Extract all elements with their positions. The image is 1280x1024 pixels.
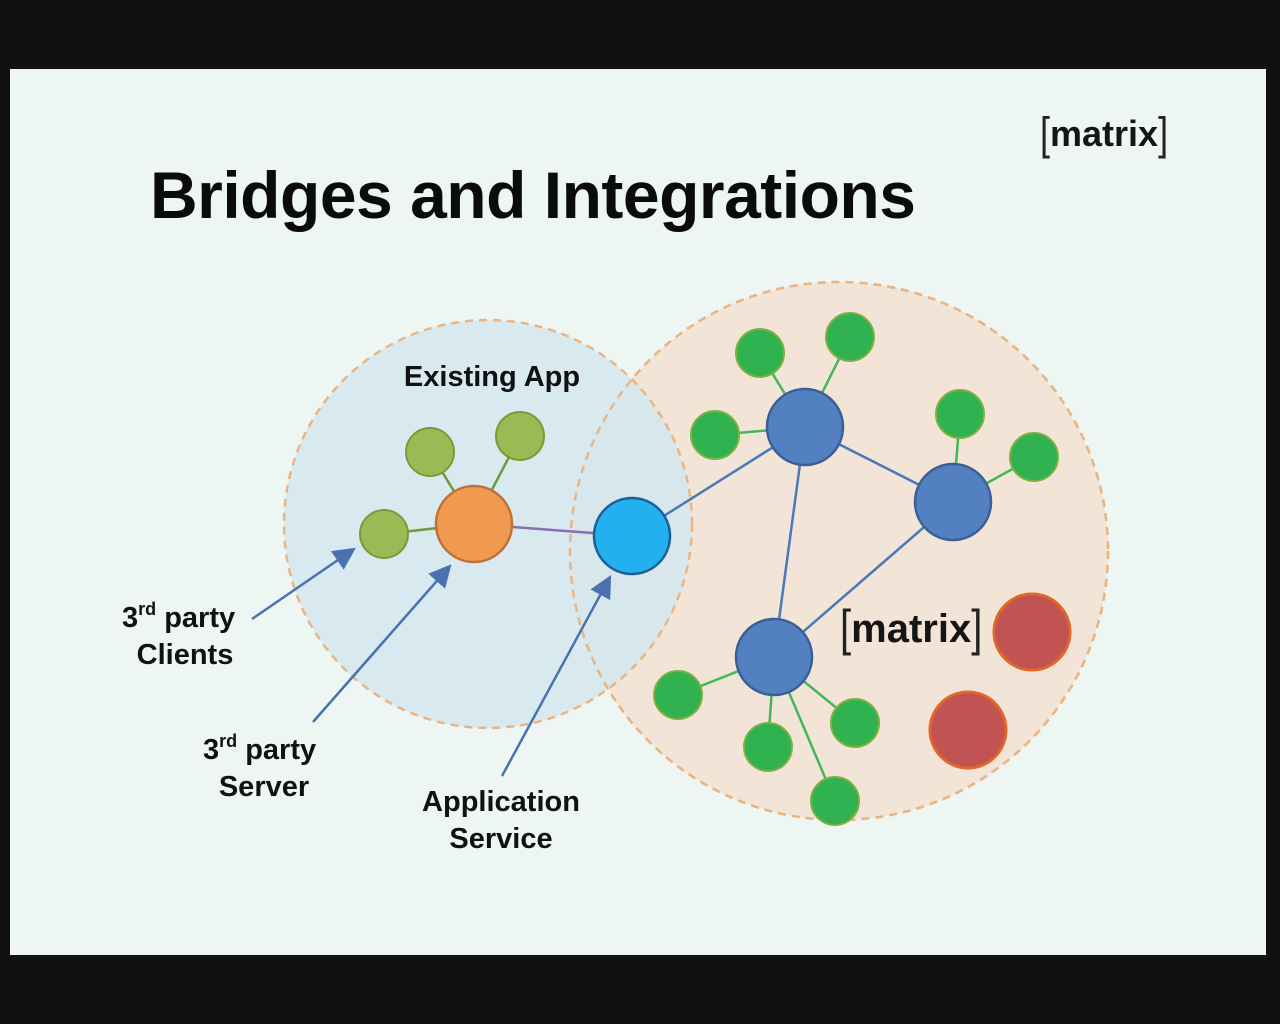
matrix-client-node	[825, 312, 875, 362]
slide-title: Bridges and Integrations	[150, 158, 916, 232]
arrow-to-app-service	[500, 575, 612, 777]
edge-hs2-hs3	[773, 501, 954, 658]
matrix-client-node	[690, 410, 740, 460]
arrow-to-server	[312, 564, 452, 723]
homeserver-node	[913, 462, 993, 542]
network-diagram: Existing App 3rd party Clients 3rd party…	[122, 280, 1110, 855]
matrix-client-node	[735, 328, 785, 378]
app-service-label-line1: Application	[422, 786, 580, 818]
matrix-client-node	[830, 698, 880, 748]
nodes	[359, 312, 1072, 826]
red-node	[928, 690, 1008, 770]
homeserver-node	[765, 387, 845, 467]
third-party-client-node	[495, 411, 545, 461]
matrix-client-node	[653, 670, 703, 720]
server-label-line2: Server	[219, 771, 309, 803]
clients-label: 3rd party Clients	[122, 599, 235, 671]
arrow-to-client	[251, 547, 356, 621]
red-node	[992, 592, 1072, 672]
matrix-logo-header: [matrix]	[1040, 107, 1169, 159]
slide: Bridges and Integrations [matrix]	[10, 69, 1266, 955]
server-label-line1: 3rd party	[203, 731, 316, 766]
clients-label-line1: 3rd party	[122, 599, 235, 634]
existing-app-label: Existing App	[404, 361, 580, 393]
homeserver-node	[734, 617, 814, 697]
matrix-client-node	[935, 389, 985, 439]
app-service-label: Application Service	[422, 786, 580, 855]
matrix-client-node	[1009, 432, 1059, 482]
third-party-server-node	[434, 484, 514, 564]
matrix-client-node	[743, 722, 793, 772]
matrix-client-node	[810, 776, 860, 826]
server-label: 3rd party Server	[203, 731, 316, 803]
arrows	[251, 547, 612, 777]
third-party-client-node	[405, 427, 455, 477]
app-service-label-line2: Service	[449, 823, 552, 855]
matrix-logo-network: [matrix]	[840, 601, 983, 657]
clients-label-line2: Clients	[137, 639, 234, 671]
application-service-node	[592, 496, 672, 576]
third-party-client-node	[359, 509, 409, 559]
